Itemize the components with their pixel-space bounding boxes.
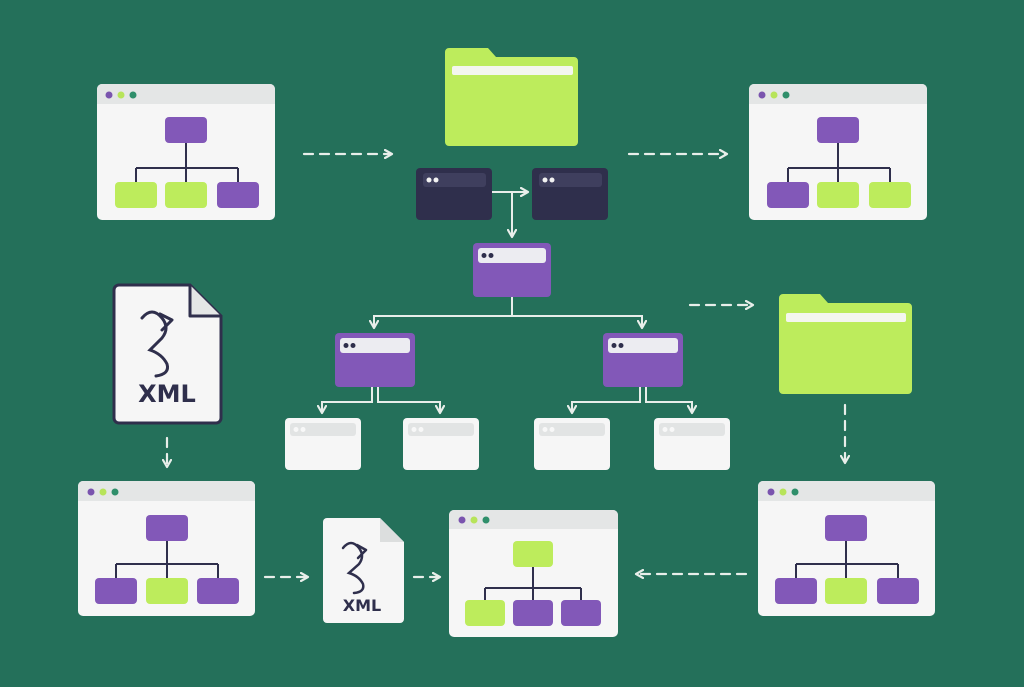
tree-child-node [217,182,259,208]
xml-document-large: XML [112,283,223,425]
tree-child-node [115,182,157,208]
tree-child-node [165,182,207,208]
purple-window-node [335,333,415,387]
browser-window-top-right [749,84,927,220]
browser-window-bottom-left [78,481,255,616]
xml-label: XML [343,596,381,615]
tree-child-node [775,578,817,604]
purple-window-node [603,333,683,387]
folder-icon [445,48,578,146]
tree-root-node [513,541,553,567]
folder-icon [779,294,912,394]
dark-window-node [532,168,608,220]
tree-root-node [165,117,207,143]
tree-child-node [561,600,601,626]
white-window-node [654,418,730,470]
tree-root-node [146,515,188,541]
browser-window-top-left [97,84,275,220]
tree-child-node [197,578,239,604]
tree-root-node [817,117,859,143]
tree-child-node [817,182,859,208]
purple-window-node [473,243,551,297]
dashed-arrows [167,154,845,577]
tree-child-node [825,578,867,604]
white-window-node [285,418,361,470]
browser-window-bottom-center [449,510,618,637]
dark-window-node [416,168,492,220]
xml-label: XML [138,380,196,408]
tree-child-node [767,182,809,208]
browser-window-bottom-right [758,481,935,616]
tree-child-node [513,600,553,626]
tree-child-node [95,578,137,604]
xml-document-small: XML [323,518,404,623]
white-window-node [403,418,479,470]
tree-child-node [146,578,188,604]
tree-child-node [869,182,911,208]
white-window-node [534,418,610,470]
tree-child-node [877,578,919,604]
tree-connectors [322,192,692,412]
tree-child-node [465,600,505,626]
tree-root-node [825,515,867,541]
